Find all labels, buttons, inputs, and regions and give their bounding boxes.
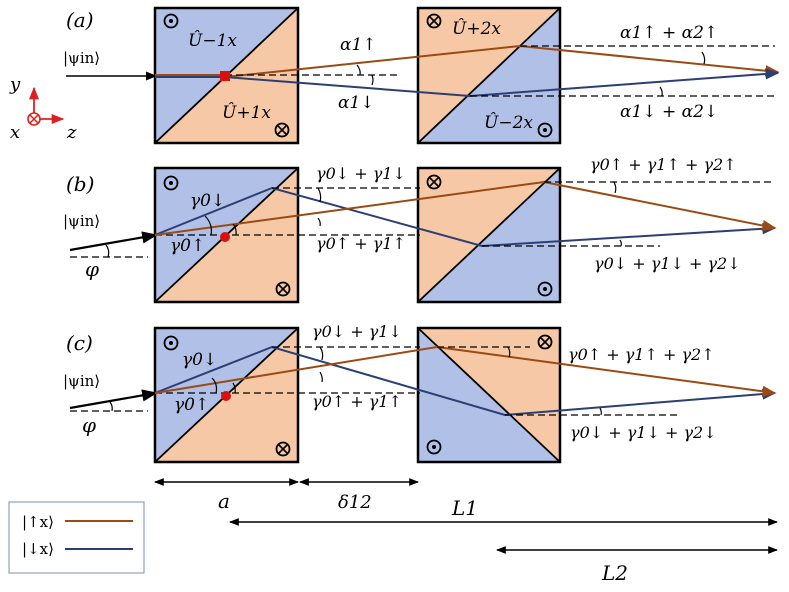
legend-up-label: |↑x⟩ <box>22 513 54 531</box>
g012-down-b: γ0↓ + γ1↓ + γ2↓ <box>594 254 741 273</box>
cross-in-icon <box>275 281 291 297</box>
alpha-1-down: α1↓ <box>338 93 375 113</box>
legend: |↑x⟩ |↓x⟩ <box>8 501 145 574</box>
entry-point <box>220 71 230 81</box>
dim-a: a <box>218 489 230 513</box>
g012-up-c: γ0↑ + γ1↑ + γ2↑ <box>568 345 715 364</box>
cross-in-icon <box>274 122 290 138</box>
entry-point <box>220 232 230 242</box>
alpha-sum-up: α1↑ + α2↑ <box>620 23 718 43</box>
op-u2x-plus: Û+2x <box>452 18 501 39</box>
phi-c: φ <box>82 413 96 437</box>
panel-b-label: (b) <box>66 172 94 196</box>
input-state-b: |ψin⟩ <box>63 212 100 230</box>
dim-delta: δ12 <box>338 492 372 513</box>
legend-down-label: |↓x⟩ <box>22 540 54 558</box>
dot-out-icon <box>537 281 553 297</box>
gamma0-down-b: γ0↓ <box>190 191 225 211</box>
panel-c: (c) |ψin⟩ φ <box>63 322 777 464</box>
g01-up-b: γ0↑ + γ1↑ <box>316 234 406 253</box>
axis-x-label: x <box>10 122 20 143</box>
axis-y-label: y <box>9 74 21 95</box>
input-state-c: |ψin⟩ <box>63 372 100 390</box>
op-u2x-minus: Û−2x <box>484 112 533 133</box>
cross-in-icon <box>537 334 553 350</box>
phi-b: φ <box>85 257 99 281</box>
panel-c-label: (c) <box>66 331 93 355</box>
dimensions: a δ12 L1 L2 <box>154 478 778 585</box>
cross-in-icon <box>426 174 442 190</box>
gamma0-up-b: γ0↑ <box>170 236 205 256</box>
op-u1x-minus: Û−1x <box>188 30 237 51</box>
g01-down-b: γ0↓ + γ1↓ <box>316 164 406 183</box>
cross-in-icon <box>27 112 41 126</box>
panel-b: (b) |ψin⟩ φ <box>63 155 777 304</box>
alpha-1-up: α1↑ <box>340 35 377 55</box>
cross-in-icon <box>426 13 442 29</box>
g012-down-c: γ0↓ + γ1↓ + γ2↓ <box>570 423 717 442</box>
gamma0-down-c: γ0↓ <box>182 350 217 370</box>
axis-z-label: z <box>66 122 77 143</box>
panel-a-label: (a) <box>66 8 94 32</box>
dot-out-icon <box>537 122 553 138</box>
axes-indicator: y x z <box>9 74 77 143</box>
dim-L1: L1 <box>451 496 478 520</box>
a-block2: Û+2x Û−2x <box>416 6 562 145</box>
g01-up-c: γ0↑ + γ1↑ <box>312 392 402 411</box>
input-state-a: |ψin⟩ <box>63 49 100 67</box>
g01-down-c: γ0↓ + γ1↓ <box>312 322 402 341</box>
panel-a: (a) Û−1x Û+1x Û+2x Û−2x |ψin⟩ <box>63 6 780 145</box>
g012-up-b: γ0↑ + γ1↑ + γ2↑ <box>590 155 737 174</box>
dot-out-icon <box>426 439 442 455</box>
dot-out-icon <box>163 335 179 351</box>
alpha-sum-down: α1↓ + α2↓ <box>620 102 718 122</box>
c-block2 <box>416 326 562 464</box>
cross-in-icon <box>275 441 291 457</box>
dot-out-icon <box>163 175 179 191</box>
dot-out-icon <box>163 13 179 29</box>
op-u1x-plus: Û+1x <box>222 102 271 123</box>
dim-L2: L2 <box>601 561 628 585</box>
entry-point <box>221 391 231 401</box>
b-block2 <box>416 166 562 304</box>
gamma0-up-c: γ0↑ <box>174 395 209 415</box>
